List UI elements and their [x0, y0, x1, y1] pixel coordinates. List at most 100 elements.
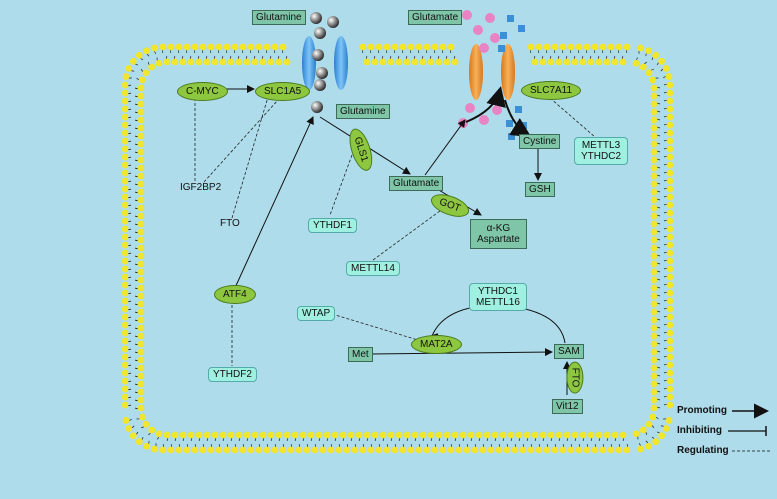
lipid-head — [666, 385, 674, 393]
lipid-head — [195, 431, 203, 439]
lipid-head — [603, 431, 611, 439]
lipid-head — [183, 43, 191, 51]
slc1a5-node: SLC1A5 — [255, 82, 311, 101]
lipid-head — [595, 431, 603, 439]
lipid-head — [267, 431, 275, 439]
lipid-head — [142, 69, 150, 77]
lipid-head — [650, 260, 658, 268]
lipid-head — [650, 172, 658, 180]
slc7a11-channel-right — [501, 44, 515, 100]
lipid-head — [645, 69, 653, 77]
lipid-head — [499, 431, 507, 439]
lipid-head — [135, 51, 143, 59]
mettl16-label: METTL16 — [476, 297, 520, 308]
ythdc1-mettl16-box: YTHDC1 METTL16 — [469, 283, 527, 311]
lipid-head — [327, 446, 335, 454]
lipid-head — [665, 73, 673, 80]
lipid-head — [415, 446, 423, 454]
lipid-head — [650, 156, 658, 164]
lipid-head — [658, 57, 666, 65]
lipid-head — [567, 43, 575, 51]
lipid-head — [137, 84, 145, 92]
lipid-head — [650, 124, 658, 132]
lipid-head — [650, 284, 658, 292]
sam-box: SAM — [554, 344, 584, 359]
lipid-head — [259, 431, 267, 439]
lipid-head — [137, 172, 145, 180]
lipid-head — [666, 401, 674, 409]
lipid-head — [151, 44, 158, 52]
lipid-head — [137, 268, 145, 276]
lipid-head — [666, 361, 674, 369]
lipid-head — [191, 446, 199, 454]
lipid-head — [649, 76, 657, 84]
lipid-head — [563, 58, 571, 66]
lipid-head — [137, 332, 145, 340]
lipid-head — [419, 431, 427, 439]
lipid-head — [137, 180, 145, 188]
lipid-head — [579, 58, 587, 66]
lipid-head — [367, 43, 375, 51]
lipid-head — [547, 58, 555, 66]
lipid-head — [275, 58, 283, 66]
lipid-head — [650, 308, 658, 316]
slc1a5-channel-right — [334, 36, 348, 90]
lipid-head — [199, 446, 207, 454]
lipid-head — [255, 43, 263, 51]
lipid-head — [650, 140, 658, 148]
lipid-head — [121, 177, 129, 185]
lipid-head — [591, 446, 599, 454]
lipid-head — [175, 446, 183, 454]
lipid-head — [137, 140, 145, 148]
lipid-head — [171, 58, 179, 66]
lipid-head — [423, 43, 431, 51]
lipid-head — [650, 300, 658, 308]
lipid-head — [650, 164, 658, 172]
atf4-node: ATF4 — [214, 285, 256, 304]
lipid-head — [547, 431, 555, 439]
lipid-head — [235, 431, 243, 439]
lipid-head — [121, 249, 129, 257]
legend-promoting: Promoting — [677, 405, 727, 416]
lipid-head — [121, 153, 129, 161]
membrane-heads — [121, 43, 674, 454]
lipid-head — [231, 43, 239, 51]
lipid-head — [555, 431, 563, 439]
lipid-head — [255, 446, 263, 454]
lipid-head — [121, 241, 129, 249]
lipid-head — [666, 113, 674, 121]
lipid-head — [379, 58, 387, 66]
lipid-head — [275, 431, 283, 439]
lipid-head — [137, 308, 145, 316]
akg-label: α-KG — [486, 223, 511, 234]
lipid-head — [122, 417, 130, 424]
lipid-head — [129, 57, 137, 65]
lipid-head — [137, 388, 145, 396]
lipid-head — [459, 431, 467, 439]
lipid-head — [583, 446, 591, 454]
lipid-head — [666, 353, 674, 361]
lipid-head — [138, 413, 146, 421]
lipid-head — [263, 43, 271, 51]
lipid-head — [403, 58, 411, 66]
lipid-head — [121, 161, 129, 169]
lipid-head — [666, 321, 674, 329]
lipid-head — [650, 324, 658, 332]
lipid-head — [666, 241, 674, 249]
lipid-head — [121, 217, 129, 225]
lipid-head — [419, 58, 427, 66]
lipid-head — [137, 276, 145, 284]
lipid-head — [351, 446, 359, 454]
lipid-head — [455, 446, 463, 454]
lipid-head — [121, 145, 129, 153]
lipid-head — [137, 236, 145, 244]
lipid-head — [319, 446, 327, 454]
lipid-head — [283, 431, 291, 439]
lipid-head — [451, 431, 459, 439]
lipid-head — [666, 249, 674, 257]
lipid-head — [666, 153, 674, 161]
lipid-head — [371, 58, 379, 66]
lipid-head — [271, 43, 279, 51]
lipid-head — [575, 43, 583, 51]
lipid-head — [407, 446, 415, 454]
